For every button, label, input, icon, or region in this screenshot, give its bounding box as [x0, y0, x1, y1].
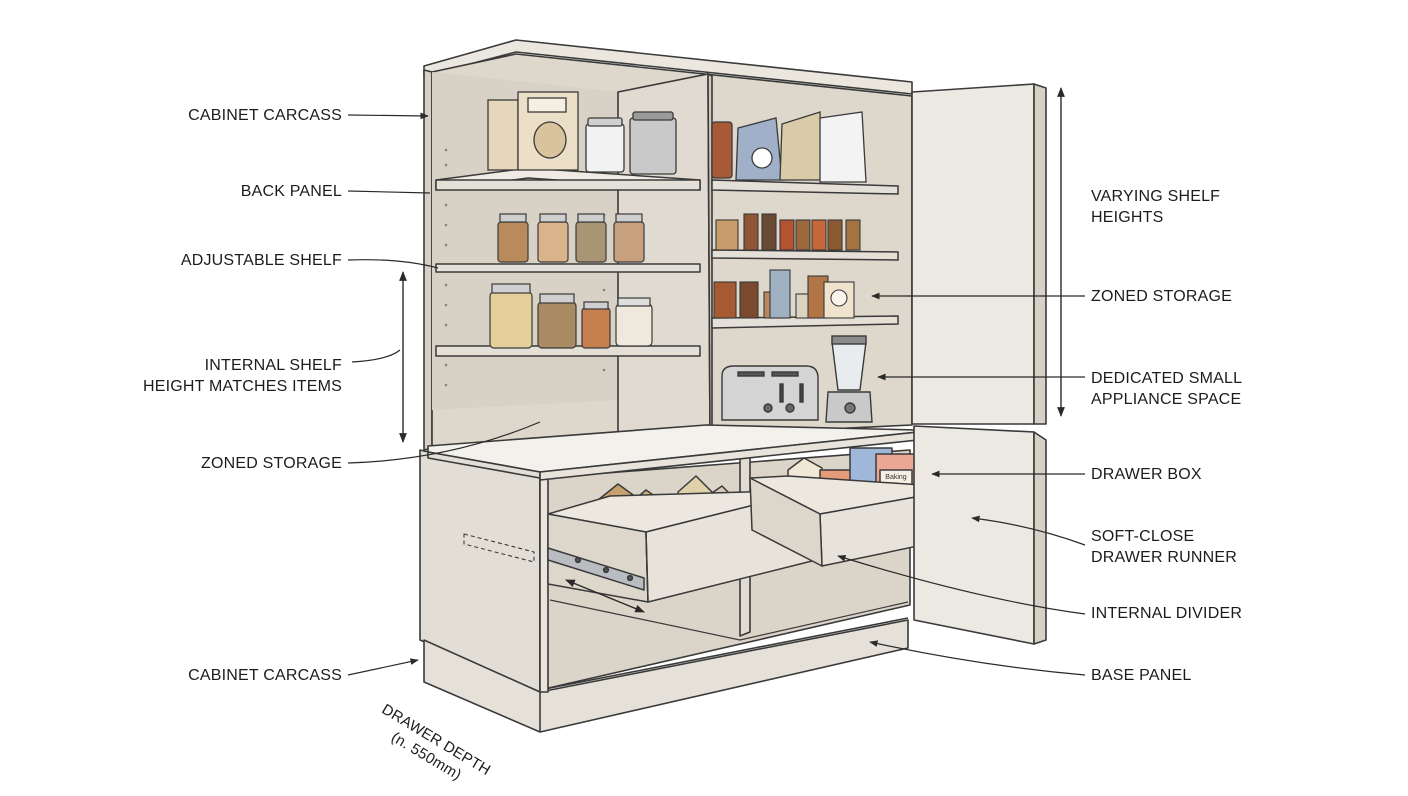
spice-jars-left	[497, 213, 645, 263]
pantry-items-top-left	[487, 91, 677, 175]
label-appliance-line1: DEDICATED SMALL	[1091, 370, 1243, 387]
drawer-depth-arrow	[565, 579, 645, 613]
upper-door	[911, 83, 1047, 425]
label-internal-divider: INTERNAL DIVIDER	[1091, 605, 1243, 622]
worktop	[427, 424, 919, 481]
label-runner-line1: SOFT-CLOSE	[1091, 528, 1195, 545]
label-appliance-line2: APPLIANCE SPACE	[1091, 391, 1242, 408]
label-cabinet-carcass-top: CABINET CARCASS	[188, 107, 342, 124]
leader-lines	[347, 112, 1086, 676]
adjustable-shelves-right	[711, 179, 899, 329]
spice-jars-right	[713, 213, 861, 319]
label-base-panel: BASE PANEL	[1091, 667, 1192, 684]
label-zoned-storage-right: ZONED STORAGE	[1091, 288, 1232, 305]
dimension-arrows	[399, 87, 1065, 613]
pantry-items-top-right	[711, 111, 867, 183]
blender	[825, 335, 873, 423]
pantry-cabinet-diagram: Baking ingredients	[347, 39, 1086, 733]
label-internal-shelf-line2: HEIGHT MATCHES ITEMS	[143, 378, 342, 395]
toaster	[721, 365, 819, 421]
label-internal-shelf-line1: INTERNAL SHELF	[204, 357, 342, 374]
label-drawer-box: DRAWER BOX	[1091, 466, 1202, 483]
label-runner-line2: DRAWER RUNNER	[1091, 549, 1238, 566]
label-varying-shelf-line1: VARYING SHELF	[1091, 188, 1221, 205]
lower-door	[913, 425, 1047, 645]
label-zoned-storage-left: ZONED STORAGE	[201, 455, 342, 472]
label-back-panel: BACK PANEL	[240, 183, 342, 200]
label-adjustable-shelf: ADJUSTABLE SHELF	[180, 252, 342, 269]
label-varying-shelf-line2: HEIGHTS	[1091, 209, 1164, 226]
baking-package-label: Baking	[885, 474, 907, 481]
drawer-right: Baking ingredients	[749, 447, 967, 567]
label-cabinet-carcass-bottom: CABINET CARCASS	[188, 667, 342, 684]
storage-jars-left	[489, 283, 653, 349]
